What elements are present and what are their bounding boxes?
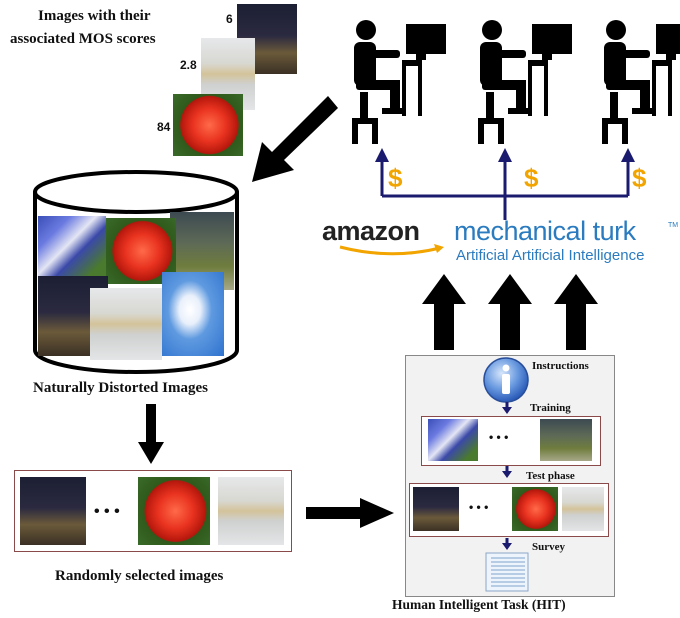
training-image-flowers bbox=[428, 419, 478, 461]
test-ellipsis: • • • bbox=[469, 500, 489, 514]
selected-image-blur bbox=[218, 477, 284, 545]
mturk-tm: TM bbox=[668, 222, 679, 229]
arrow-icon bbox=[306, 498, 394, 528]
arrow-icon bbox=[138, 404, 164, 464]
mos-header-line1: Images with their bbox=[38, 8, 151, 24]
training-image-park bbox=[540, 419, 592, 461]
worker-at-computer-icon bbox=[352, 20, 446, 144]
mos-header-line2: associated MOS scores bbox=[10, 31, 156, 47]
step-test-phase: Test phase bbox=[526, 470, 575, 482]
step-survey: Survey bbox=[532, 541, 565, 553]
amazon-smile-icon bbox=[339, 244, 444, 256]
test-image-night bbox=[413, 487, 459, 531]
mturk-logo-text: mechanical turk bbox=[454, 216, 636, 246]
worker-at-computer-icon bbox=[602, 20, 680, 144]
db-image-blur bbox=[90, 288, 162, 360]
mos-image-rose bbox=[173, 94, 243, 156]
step-training: Training bbox=[530, 402, 571, 414]
arrow-icon bbox=[252, 96, 338, 182]
mos-score-top: 6 bbox=[226, 12, 233, 26]
database-label: Naturally Distorted Images bbox=[33, 380, 208, 396]
arrow-icon bbox=[422, 274, 466, 350]
test-image-rose bbox=[512, 487, 558, 531]
payment-arrows bbox=[375, 148, 635, 220]
info-icon bbox=[483, 357, 529, 403]
arrow-icon bbox=[554, 274, 598, 350]
hit-title: Human Intelligent Task (HIT) bbox=[392, 597, 566, 612]
step-arrow-icon bbox=[502, 466, 512, 478]
mos-score-middle: 2.8 bbox=[180, 58, 197, 72]
test-image-blur bbox=[562, 487, 604, 531]
worker-at-computer-icon bbox=[478, 20, 572, 144]
dollar-icon: $ bbox=[632, 163, 647, 193]
dollar-icon: $ bbox=[388, 163, 403, 193]
mos-score-bottom: 84 bbox=[157, 120, 171, 134]
selected-image-rose bbox=[138, 477, 210, 545]
arrow-icon bbox=[488, 274, 532, 350]
dollar-icon: $ bbox=[524, 163, 539, 193]
survey-document-icon bbox=[485, 552, 529, 592]
db-image-flowers bbox=[38, 216, 106, 278]
random-label: Randomly selected images bbox=[55, 568, 224, 584]
selected-image-night bbox=[20, 477, 86, 545]
step-arrow-icon bbox=[502, 402, 512, 414]
amazon-logo-text: amazon bbox=[322, 216, 420, 246]
ellipsis: • • • bbox=[94, 503, 120, 520]
db-image-sky bbox=[162, 272, 224, 356]
training-ellipsis: • • • bbox=[489, 430, 509, 444]
mturk-subtitle: Artificial Artificial Intelligence bbox=[456, 247, 645, 264]
step-arrow-icon bbox=[502, 538, 512, 550]
step-instructions: Instructions bbox=[532, 360, 589, 372]
